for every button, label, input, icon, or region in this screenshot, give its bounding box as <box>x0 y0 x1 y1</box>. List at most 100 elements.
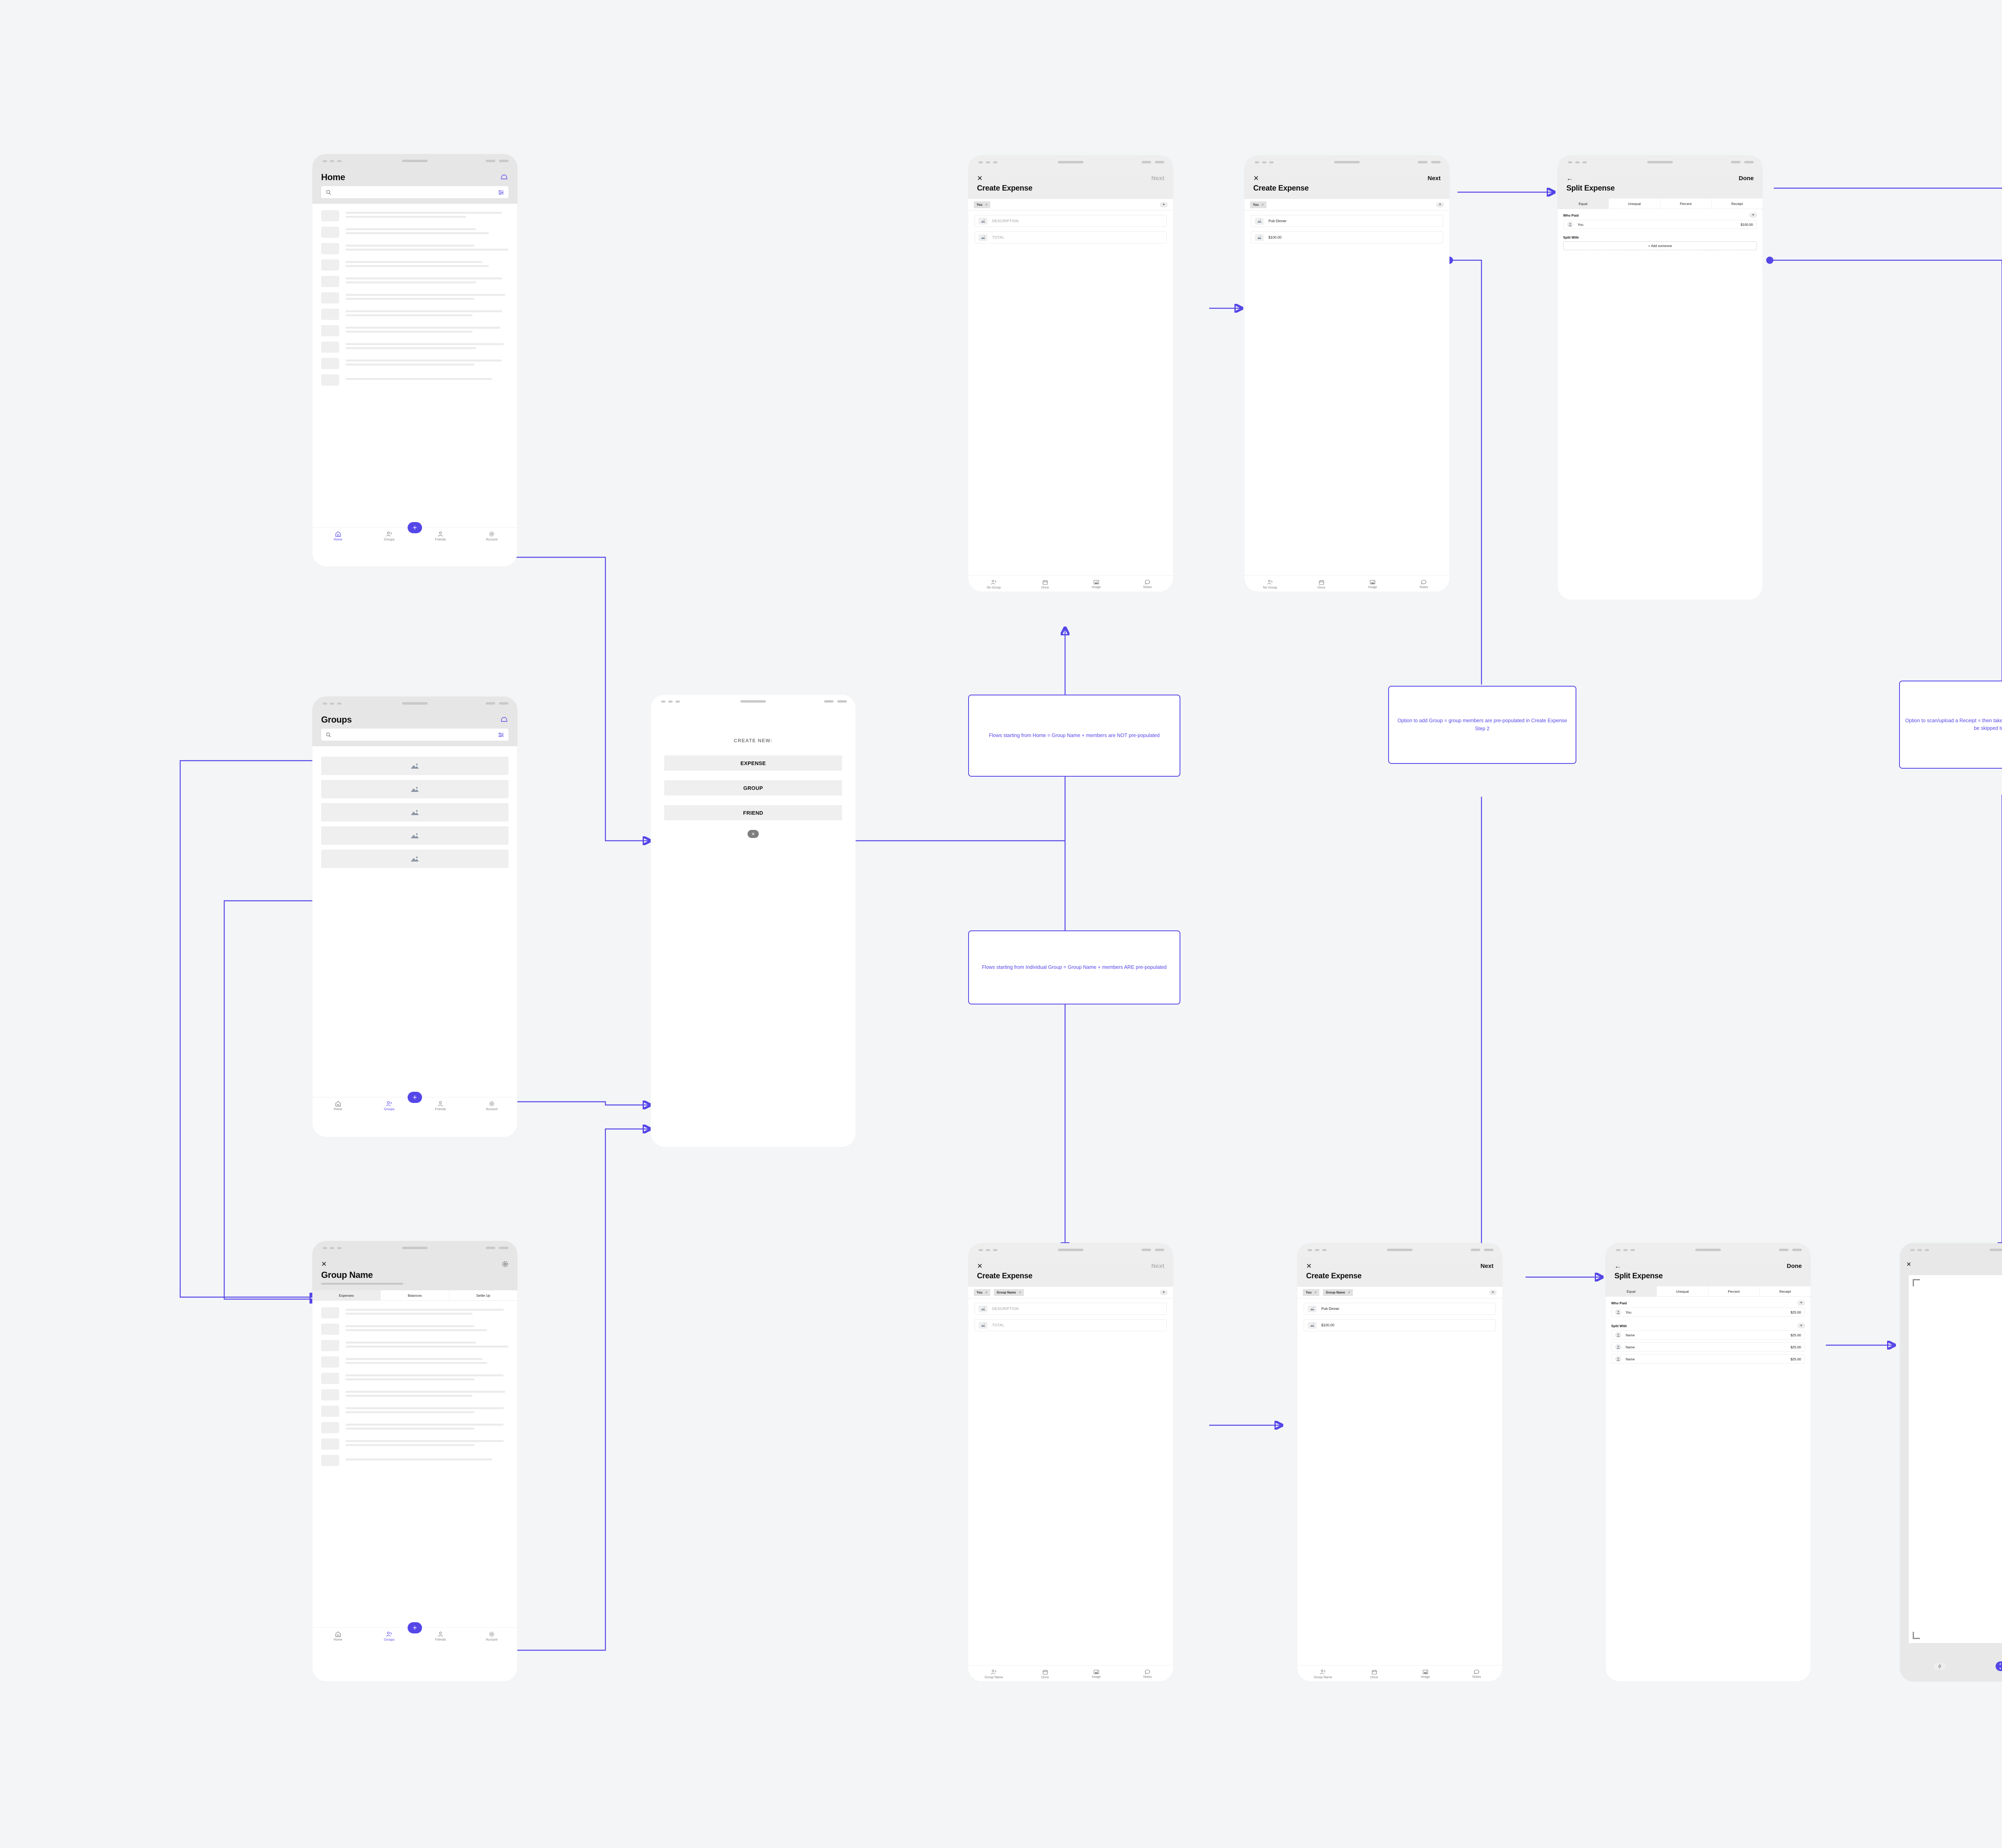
list-item[interactable] <box>321 358 509 369</box>
option-frequency[interactable]: Once <box>1019 1669 1071 1679</box>
list-item[interactable] <box>321 210 509 221</box>
option-notes[interactable]: Notes <box>1451 1669 1502 1679</box>
chip-remove-icon[interactable]: ✕ <box>1314 1290 1317 1294</box>
tab-equal[interactable]: Equal <box>1558 199 1609 209</box>
tab-receipt[interactable]: Receipt <box>1711 199 1763 209</box>
chip-group-name[interactable]: Group Name✕ <box>1323 1289 1353 1296</box>
chip-you[interactable]: You✕ <box>1303 1289 1320 1296</box>
chip-you[interactable]: You✕ <box>974 1289 991 1296</box>
add-someone-button[interactable]: + Add someone <box>1563 241 1757 250</box>
group-card[interactable] <box>321 757 509 775</box>
list-item[interactable] <box>321 227 509 238</box>
chip-remove-icon[interactable]: ✕ <box>1261 203 1264 207</box>
done-button[interactable]: Done <box>1739 175 1754 182</box>
nav-item-groups[interactable]: Groups <box>364 1631 415 1641</box>
tab-settle-up[interactable]: Settle Up <box>449 1290 517 1300</box>
total-field[interactable]: TOTAL <box>975 231 1167 243</box>
option-group[interactable]: Group Name <box>968 1669 1019 1679</box>
total-field[interactable]: $100.00 <box>1251 231 1443 243</box>
chip-group-name[interactable]: Group Name✕ <box>994 1289 1024 1296</box>
close-icon[interactable]: ✕ <box>1253 174 1259 182</box>
add-participant-button[interactable]: + <box>1160 1290 1168 1295</box>
add-participant-button[interactable]: + <box>1489 1290 1497 1295</box>
flash-icon[interactable] <box>1934 1663 1946 1670</box>
list-item[interactable] <box>321 1422 509 1433</box>
gear-icon[interactable] <box>502 1261 509 1267</box>
search-input[interactable] <box>321 186 509 198</box>
global-add-button[interactable]: + <box>408 522 422 533</box>
option-image[interactable]: Image <box>1400 1669 1451 1679</box>
option-group[interactable]: No Group <box>968 580 1019 589</box>
tab-equal[interactable]: Equal <box>1606 1286 1657 1296</box>
list-item[interactable] <box>321 341 509 353</box>
capture-button[interactable] <box>1995 1661 2002 1671</box>
list-item[interactable] <box>321 1307 509 1318</box>
nav-item-home[interactable]: Home <box>312 1101 364 1111</box>
next-button[interactable]: Next <box>1151 1262 1164 1269</box>
add-participant-button[interactable]: + <box>1436 202 1444 207</box>
nav-item-groups[interactable]: Groups <box>364 1101 415 1111</box>
list-item[interactable] <box>321 292 509 303</box>
tab-balances[interactable]: Balances <box>381 1290 449 1300</box>
nav-item-account[interactable]: Account <box>466 1631 517 1641</box>
list-item[interactable] <box>321 1373 509 1384</box>
tab-receipt[interactable]: Receipt <box>1759 1286 1811 1296</box>
back-icon[interactable]: ← <box>1614 1262 1621 1270</box>
group-card[interactable] <box>321 826 509 845</box>
list-item[interactable] <box>321 1455 509 1466</box>
close-icon[interactable]: ✕ <box>321 1260 327 1268</box>
chip-remove-icon[interactable]: ✕ <box>1018 1290 1021 1294</box>
list-item[interactable] <box>321 1324 509 1335</box>
option-frequency[interactable]: Once <box>1296 580 1347 589</box>
list-item[interactable] <box>321 374 509 386</box>
add-payer-button[interactable]: + <box>1749 213 1757 218</box>
list-item[interactable] <box>321 1356 509 1368</box>
option-notes[interactable]: Notes <box>1122 1669 1173 1679</box>
close-icon[interactable]: ✕ <box>1306 1262 1312 1270</box>
option-frequency[interactable]: Once <box>1349 1669 1400 1679</box>
nav-item-friends[interactable]: Friends <box>415 1631 466 1641</box>
list-item[interactable] <box>321 243 509 254</box>
tab-unequal[interactable]: Unequal <box>1657 1286 1709 1296</box>
tab-expenses[interactable]: Expenses <box>312 1290 381 1300</box>
description-field[interactable]: DESCRIPTION <box>975 215 1167 227</box>
tab-percent[interactable]: Percent <box>1708 1286 1760 1296</box>
total-field[interactable]: TOTAL <box>975 1319 1167 1331</box>
option-image[interactable]: Image <box>1071 580 1122 589</box>
split-participant-row[interactable]: Name $25.00 <box>1611 1342 1805 1352</box>
search-input[interactable] <box>321 729 509 741</box>
next-button[interactable]: Next <box>1427 175 1441 182</box>
list-item[interactable] <box>321 1389 509 1400</box>
total-field[interactable]: $100.00 <box>1304 1319 1496 1331</box>
list-item[interactable] <box>321 1340 509 1351</box>
close-icon[interactable]: ✕ <box>977 174 983 182</box>
nav-item-home[interactable]: Home <box>312 531 364 541</box>
nav-item-home[interactable]: Home <box>312 1631 364 1641</box>
list-item[interactable] <box>321 259 509 271</box>
group-card[interactable] <box>321 850 509 868</box>
option-frequency[interactable]: Once <box>1019 580 1071 589</box>
back-icon[interactable]: ← <box>1566 174 1573 182</box>
add-payer-button[interactable]: + <box>1797 1300 1805 1306</box>
close-icon[interactable]: ✕ <box>748 830 759 838</box>
nav-item-groups[interactable]: Groups <box>364 531 415 541</box>
chip-you[interactable]: You✕ <box>1250 201 1267 208</box>
list-item[interactable] <box>321 325 509 336</box>
chip-you[interactable]: You✕ <box>974 201 991 208</box>
tab-percent[interactable]: Percent <box>1660 199 1712 209</box>
list-item[interactable] <box>321 309 509 320</box>
create-friend-button[interactable]: FRIEND <box>664 805 842 820</box>
chip-remove-icon[interactable]: ✕ <box>985 203 988 207</box>
add-participant-button[interactable]: + <box>1797 1323 1805 1328</box>
split-participant-row[interactable]: Name $25.00 <box>1611 1354 1805 1364</box>
done-button[interactable]: Done <box>1787 1262 1802 1269</box>
payer-row[interactable]: You $25.00 <box>1611 1308 1805 1317</box>
nav-item-friends[interactable]: Friends <box>415 1101 466 1111</box>
create-expense-button[interactable]: EXPENSE <box>664 755 842 771</box>
option-group[interactable]: No Group <box>1244 580 1296 589</box>
nav-item-account[interactable]: Account <box>466 1101 517 1111</box>
next-button[interactable]: Next <box>1480 1262 1493 1269</box>
add-participant-button[interactable]: + <box>1160 202 1168 207</box>
global-add-button[interactable]: + <box>408 1092 422 1103</box>
description-field[interactable]: Pub Dinner <box>1304 1303 1496 1315</box>
